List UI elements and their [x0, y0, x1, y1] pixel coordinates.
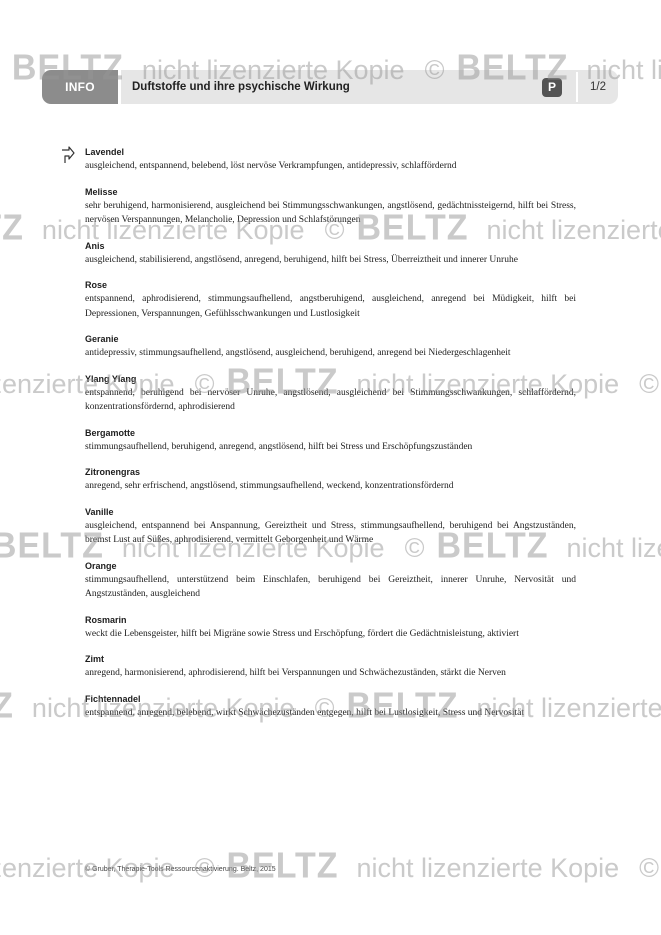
scent-description: anregend, harmonisierend, aphrodisierend…	[85, 668, 506, 678]
scent-entry: Zimt anregend, harmonisierend, aphrodisie…	[85, 653, 576, 681]
scent-description: weckt die Lebensgeister, hilft bei Migrä…	[85, 628, 519, 639]
scent-entry: Anis ausgleichend, stabilisierend, angstl…	[85, 240, 576, 268]
scent-name: Vanille	[85, 506, 114, 517]
header-divider	[576, 72, 578, 102]
scent-description: entspannend, beruhigend bei nervöser Unr…	[85, 387, 576, 413]
scent-description: ausgleichend, stabilisierend, angstlösen…	[85, 254, 518, 265]
scent-name: Melisse	[85, 186, 118, 197]
scent-name: Anis	[85, 240, 105, 251]
scent-description: antidepressiv, stimmungsaufhellend, angs…	[85, 348, 511, 358]
scent-description: sehr beruhigend, harmonisierend, ausglei…	[85, 200, 576, 226]
scent-entry: Melisse sehr beruhigend, harmonisierend, …	[85, 186, 576, 228]
scent-entry: Geranie antidepressiv, stimmungsaufhellen…	[85, 333, 576, 361]
scent-name: Geranie	[85, 334, 119, 344]
scent-entry: Lavendel ausgleichend, entspannend, beleb…	[85, 146, 576, 174]
scent-entry: Orange stimmungsaufhellend, unterstützend…	[85, 560, 576, 602]
watermark-copyright: ©	[639, 369, 660, 399]
scent-name: Rose	[85, 280, 108, 290]
worksheet-header: INFO Duftstoffe und ihre psychische Wirk…	[42, 70, 618, 104]
copyright-footer: © Gruber, Therapie-Tools Ressourcenaktiv…	[85, 866, 276, 873]
scent-list: Lavendel ausgleichend, entspannend, beleb…	[85, 146, 576, 732]
scent-name: Rosmarin	[85, 614, 127, 625]
scent-entry: Rose entspannend, aphrodisierend, stimmun…	[85, 279, 576, 321]
page-number: 1/2	[590, 81, 606, 93]
scent-name: Ylang Ylang	[85, 373, 137, 384]
watermark-copyright: ©	[639, 853, 660, 883]
scent-name: Zitronengras	[85, 467, 141, 477]
watermark-logo: BELTZ	[0, 208, 24, 248]
scent-description: stimmungsaufhellend, unterstützend beim …	[85, 574, 576, 600]
scent-name: Lavendel	[85, 147, 125, 157]
scent-name: Orange	[85, 560, 117, 571]
scent-description: entspannend, aphrodisierend, stimmungsau…	[85, 294, 576, 319]
scent-description: entspannend, anregend, belebend, wirkt S…	[85, 707, 524, 718]
scent-description: ausgleichend, entspannend, belebend, lös…	[85, 161, 457, 171]
scent-name: Bergamotte	[85, 427, 136, 438]
scent-entry: Vanille ausgleichend, entspannend bei Ans…	[85, 506, 576, 548]
watermark-text: nicht lizenzierte Kopie	[356, 853, 620, 883]
scent-entry: Zitronengras anregend, sehr erfrischend, …	[85, 466, 576, 494]
watermark-logo: BELTZ	[0, 686, 14, 727]
scent-description: anregend, sehr erfrischend, angstlösend,…	[85, 481, 454, 491]
scent-entry: Rosmarin weckt die Lebensgeister, hilft b…	[85, 614, 576, 642]
watermark-text: nicht lizenzierte Kopie	[566, 533, 661, 563]
p-badge-icon: P	[542, 78, 562, 97]
scent-description: stimmungsaufhellend, beruhigend, anregen…	[85, 441, 473, 452]
header-bar	[121, 70, 618, 104]
info-label: INFO	[42, 70, 118, 104]
page-title: Duftstoffe und ihre psychische Wirkung	[132, 81, 350, 93]
scent-name: Zimt	[85, 654, 104, 664]
scent-name: Fichtennadel	[85, 693, 141, 704]
scent-entry: Fichtennadel entspannend, anregend, beleb…	[85, 693, 576, 721]
scent-entry: Ylang Ylang entspannend, beruhigend bei n…	[85, 373, 576, 415]
scent-entry: Bergamotte stimmungsaufhellend, beruhigen…	[85, 427, 576, 455]
scent-description: ausgleichend, entspannend bei Anspannung…	[85, 520, 576, 546]
pointer-arrow-icon	[62, 146, 75, 163]
